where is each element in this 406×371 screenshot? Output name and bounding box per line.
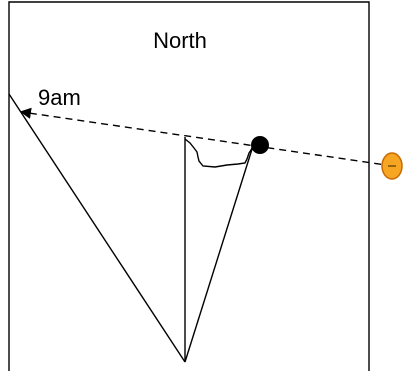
north-label: North: [153, 28, 207, 53]
dot-marker-icon: [251, 136, 269, 154]
left-shadow-line: [8, 93, 186, 363]
sun-icon: [381, 152, 403, 180]
time-label: 9am: [38, 85, 81, 110]
sunlight-ray: [19, 107, 394, 167]
bridge-line: [184, 138, 254, 168]
right-shadow-line: [184, 145, 254, 363]
room-outline: [8, 1, 370, 371]
